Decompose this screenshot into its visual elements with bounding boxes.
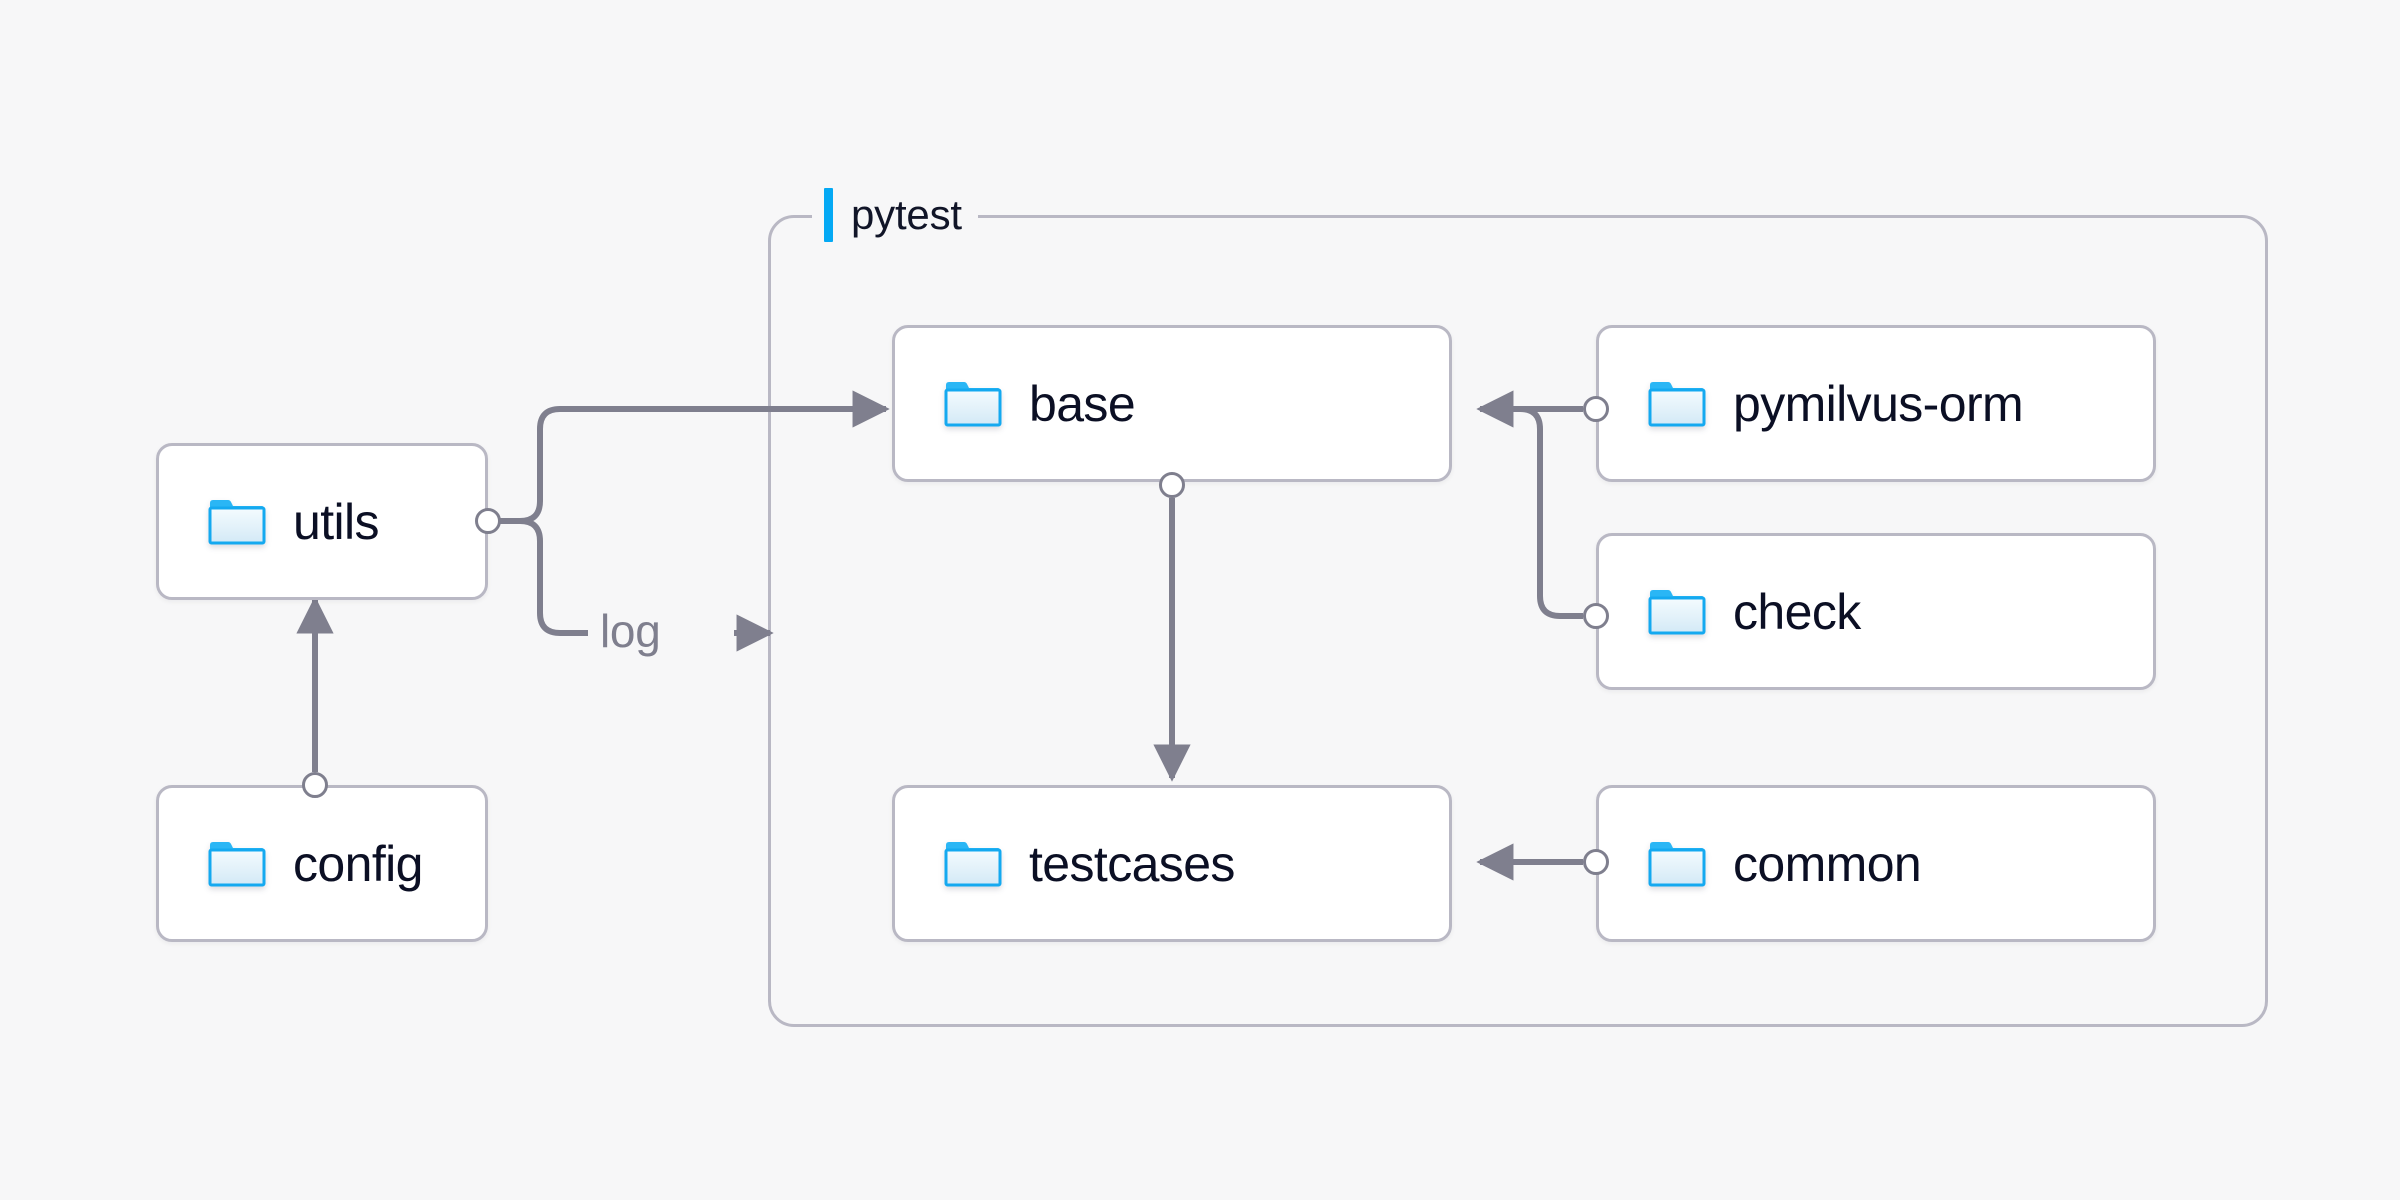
- group-pytest-label-wrap: pytest: [812, 188, 978, 242]
- node-base-inner: base: [895, 375, 1136, 432]
- node-check-label: check: [1733, 583, 1861, 640]
- folder-icon: [208, 499, 266, 544]
- node-common-label: common: [1733, 835, 1922, 892]
- folder-icon: [208, 841, 266, 886]
- port-check-left[interactable]: [1583, 603, 1609, 629]
- node-config[interactable]: config: [156, 785, 488, 942]
- node-utils-label: utils: [293, 493, 380, 550]
- node-pymilvus-orm[interactable]: pymilvus-orm: [1596, 325, 2156, 482]
- node-utils-inner: utils: [159, 493, 380, 550]
- group-accent-bar: [824, 188, 833, 242]
- port-common-left[interactable]: [1583, 849, 1609, 875]
- node-config-label: config: [293, 835, 423, 892]
- node-common[interactable]: common: [1596, 785, 2156, 942]
- node-testcases[interactable]: testcases: [892, 785, 1452, 942]
- node-pymilvus-orm-label: pymilvus-orm: [1733, 375, 2024, 432]
- group-pytest-label: pytest: [851, 191, 962, 238]
- node-utils[interactable]: utils: [156, 443, 488, 600]
- node-common-inner: common: [1599, 835, 1922, 892]
- port-config-top[interactable]: [302, 772, 328, 798]
- node-check-inner: check: [1599, 587, 1861, 637]
- port-base-bottom[interactable]: [1159, 472, 1185, 498]
- folder-icon: [1648, 381, 1706, 426]
- node-check[interactable]: check: [1596, 533, 2156, 690]
- folder-icon: [1648, 841, 1706, 886]
- node-base-label: base: [1029, 375, 1136, 432]
- node-testcases-label: testcases: [1029, 835, 1235, 892]
- node-base[interactable]: base: [892, 325, 1452, 482]
- folder-icon: [1648, 589, 1706, 634]
- port-pymilvus-orm-left[interactable]: [1583, 396, 1609, 422]
- folder-icon: [944, 841, 1002, 886]
- port-utils-right[interactable]: [475, 508, 501, 534]
- folder-icon: [944, 381, 1002, 426]
- node-config-inner: config: [159, 839, 423, 889]
- edge-label-log: log: [600, 605, 661, 657]
- node-pymilvus-orm-inner: pymilvus-orm: [1599, 375, 2024, 432]
- node-testcases-inner: testcases: [895, 839, 1235, 889]
